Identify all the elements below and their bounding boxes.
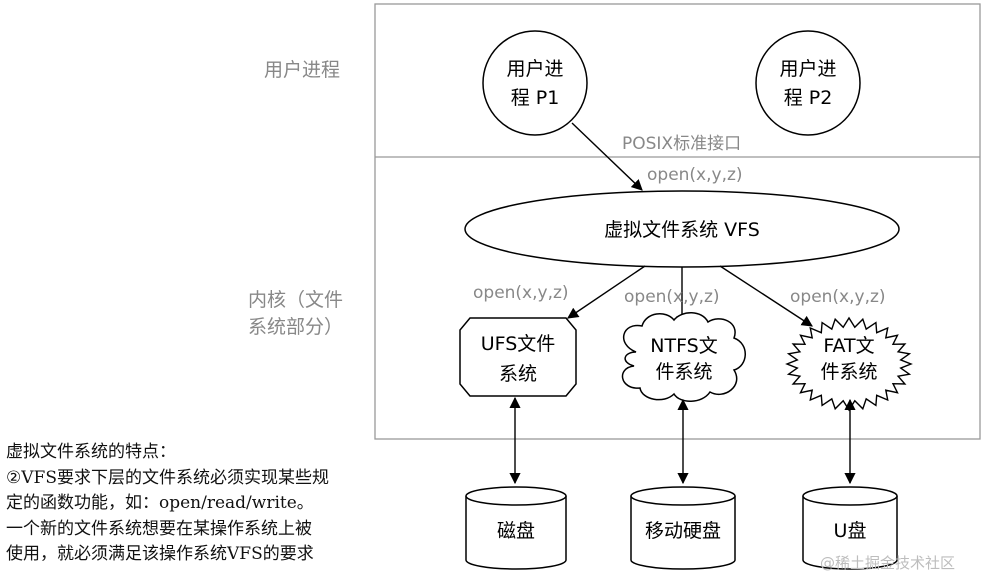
notes-line-5: 使用，就必须满足该操作系统VFS的要求 [6,544,314,564]
process-p2: 用户进 程 P2 [755,30,861,136]
storage-usb-disk: U盘 [802,486,898,570]
notes-line-3: 定的函数功能，如：open/read/write。 [6,493,314,513]
vfs-node: 虚拟文件系统 VFS [464,190,900,268]
vfs-feature-notes: 虚拟文件系统的特点： ②VFS要求下层的文件系统必须实现某些规 定的函数功能，如… [6,440,446,568]
notes-line-1: 虚拟文件系统的特点： [6,442,176,462]
notes-line-2: ②VFS要求下层的文件系统必须实现某些规 [6,467,329,488]
storage-mobile-disk-label: 移动硬盘 [645,520,721,542]
ntfs-node: NTFS文 件系统 [621,312,746,402]
storage-disk-label: 磁盘 [497,520,535,542]
ufs-label-line1: UFS文件 [481,333,556,355]
ntfs-label-line2: 件系统 [655,361,712,383]
process-p1-label-line2: 程 P1 [511,87,560,109]
process-p2-label-line2: 程 P2 [784,87,833,109]
fat-node: FAT文 件系统 [785,316,913,412]
edge-vfs-to-ufs-label: open(x,y,z) [473,283,569,303]
process-p1: 用户进 程 P1 [482,30,588,136]
edge-vfs-to-fat [719,265,813,327]
storage-mobile-disk: 移动硬盘 [630,486,736,570]
process-p1-label-line1: 用户进 [506,58,563,80]
storage-usb-disk-label: U盘 [834,520,867,542]
fat-label-line1: FAT文 [823,335,874,357]
posix-interface-label: POSIX标准接口 [622,134,741,154]
edge-vfs-to-fat-label: open(x,y,z) [790,287,886,307]
vfs-label: 虚拟文件系统 VFS [604,219,760,241]
ufs-node: UFS文件 系统 [459,317,577,397]
user-space-label: 用户进程 [264,59,340,81]
fat-label-line2: 件系统 [820,361,877,383]
process-p2-label-line1: 用户进 [779,58,836,80]
storage-disk: 磁盘 [465,486,567,570]
ntfs-label-line1: NTFS文 [650,335,717,357]
notes-line-4: 一个新的文件系统想要在某操作系统上被 [6,518,312,539]
ufs-label-line2: 系统 [499,363,537,385]
edge-vfs-to-ufs [567,265,646,319]
kernel-space-label-line1: 内核（文件 [248,289,343,311]
kernel-space-label-line2: 系统部分） [248,316,343,338]
watermark: @稀土掘金技术社区 [820,554,956,572]
edge-p1-to-vfs [571,122,643,191]
edge-p1-to-vfs-label: open(x,y,z) [647,165,743,185]
edge-vfs-to-ntfs-label: open(x,y,z) [624,287,720,307]
